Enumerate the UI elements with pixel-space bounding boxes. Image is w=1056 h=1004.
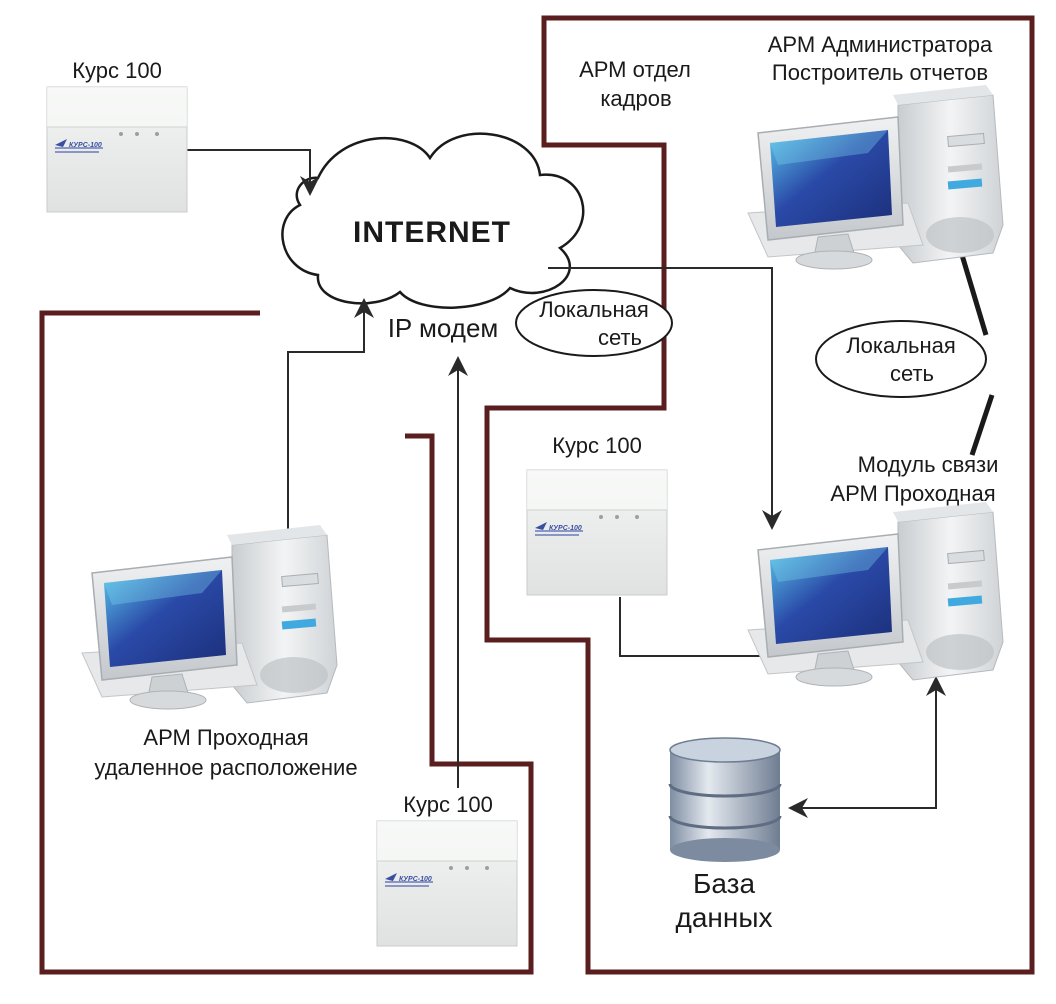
lan-right-label-line1: Локальная [846,333,956,358]
lan-link [959,254,989,336]
admin-label-line2: Построитель отчетов [772,60,988,85]
zone-border-office [484,15,1035,975]
lan-link [969,394,995,456]
link-kurs-top-to-internet [186,149,320,196]
lan-ellipse-left [515,289,673,357]
kurs-mid-label: Курс 100 [552,433,642,458]
lan-left-label-line1: Локальная [539,297,649,322]
database-icon [668,737,782,862]
device-brand-label: КУРС-100 [549,525,582,532]
comm-label-line1: Модуль связи [858,452,999,477]
cloud-icon [281,132,585,309]
hr-label-line1: АРМ отдел [579,57,691,82]
device-brand-label: КУРС-100 [69,142,102,149]
db-label-line1: База [693,868,755,899]
access-controller-icon: КУРС-100 [526,469,668,596]
device-brand-label: КУРС-100 [399,876,432,883]
internet-label: INTERNET [353,216,511,249]
ip-modem-label: IP модем [388,313,499,343]
access-controller-icon: КУРС-100 [376,820,518,947]
desktop-computer-icon [81,524,338,710]
link-kurs-mid-to-comm-module [619,597,790,666]
link-remote-pc-to-modem [287,298,374,532]
kurs-bottom-label: Курс 100 [403,792,493,817]
db-label-line2: данных [676,902,773,933]
lan-left-label-line2: сеть [598,325,642,350]
link-db-comm-module [788,676,946,818]
comm-label-line2: АРМ Проходная [830,481,995,506]
link-internet-to-comm-module [548,267,782,530]
access-controller-icon: КУРС-100 [46,86,188,213]
lan-right-label-line2: сеть [890,361,934,386]
hr-label-line2: кадров [600,86,671,111]
zone-border-remote [39,310,534,975]
kurs-top-label: Курс 100 [72,58,162,83]
desktop-computer-icon [747,501,1004,687]
lan-ellipse-right [815,320,987,398]
remote-label-line1: АРМ Проходная [143,725,308,750]
remote-label-line2: удаленное расположение [94,755,357,780]
admin-label-line1: АРМ Администратора [768,32,993,57]
desktop-computer-icon [747,84,1004,270]
